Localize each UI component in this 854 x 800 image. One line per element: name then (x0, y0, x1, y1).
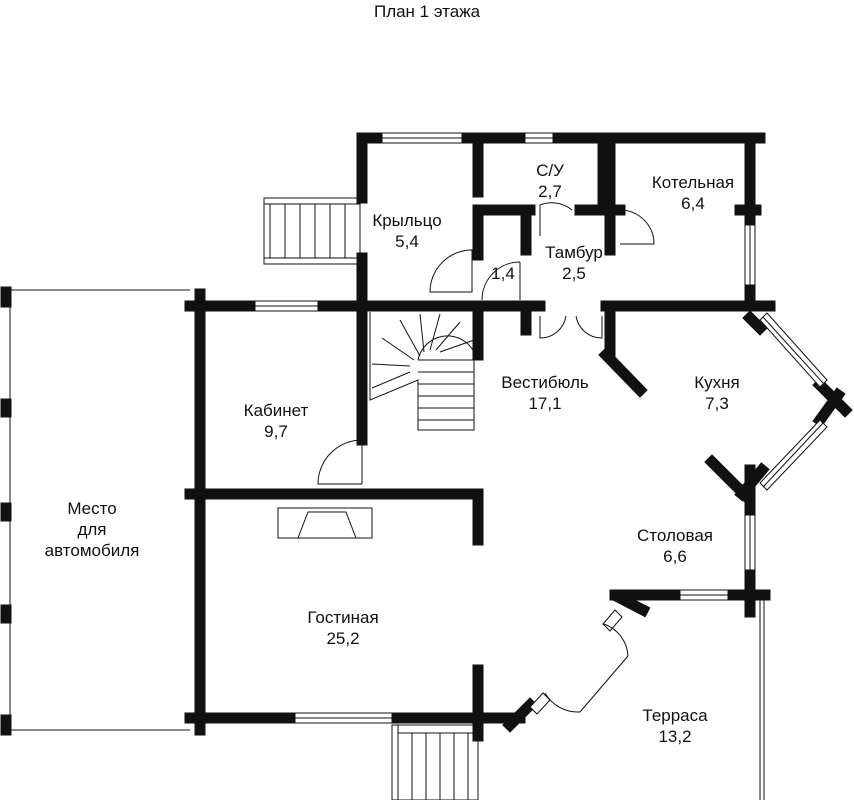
fireplace (277, 507, 373, 539)
room-label-su: С/У 2,7 (520, 160, 580, 202)
room-label-kuhnya: Кухня 7,3 (672, 372, 762, 414)
room-area: 17,1 (528, 394, 562, 413)
room-name: Котельная (651, 173, 735, 192)
room-label-closet: 1,4 (484, 263, 522, 284)
plan-title: План 1 этажа (373, 2, 481, 21)
room-label-gostinaya: Гостиная 25,2 (288, 607, 398, 649)
room-label-kabinet: Кабинет 9,7 (226, 400, 326, 442)
room-area: 5,4 (395, 232, 419, 251)
room-label-kotelnaya: Котельная 6,4 (630, 172, 756, 214)
room-name-line1: Место (67, 499, 117, 518)
room-name: Терраса (642, 706, 708, 725)
room-name: Тамбур (545, 243, 603, 262)
room-label-vestibul: Вестибюль 17,1 (485, 372, 605, 414)
room-area: 13,2 (658, 727, 692, 746)
room-area: 6,6 (663, 547, 687, 566)
room-name: Кухня (694, 373, 740, 392)
room-name: Столовая (636, 526, 714, 545)
outline-lines (6, 289, 765, 800)
room-label-krylco: Крыльцо 5,4 (362, 210, 452, 252)
room-area: 9,7 (264, 422, 288, 441)
room-label-tambur: Тамбур 2,5 (534, 242, 614, 284)
room-area: 7,3 (705, 394, 729, 413)
room-label-stolovaya: Столовая 6,6 (620, 525, 730, 567)
room-name: Гостиная (307, 608, 379, 627)
room-area: 1,4 (491, 264, 515, 283)
room-label-terrasa: Терраса 13,2 (620, 705, 730, 747)
room-area: 25,2 (326, 629, 360, 648)
room-name: Кабинет (243, 401, 309, 420)
room-name: С/У (536, 161, 564, 180)
room-name: Вестибюль (501, 373, 589, 392)
room-area: 6,4 (681, 194, 705, 213)
doors (317, 202, 655, 713)
room-name-line2: для (77, 520, 107, 539)
room-area: 2,7 (538, 182, 562, 201)
room-name: Крыльцо (372, 211, 442, 230)
windows (254, 132, 828, 724)
room-label-carport: Место для автомобиля (22, 498, 162, 561)
room-name-line3: автомобиля (44, 541, 140, 560)
room-area: 2,5 (562, 264, 586, 283)
